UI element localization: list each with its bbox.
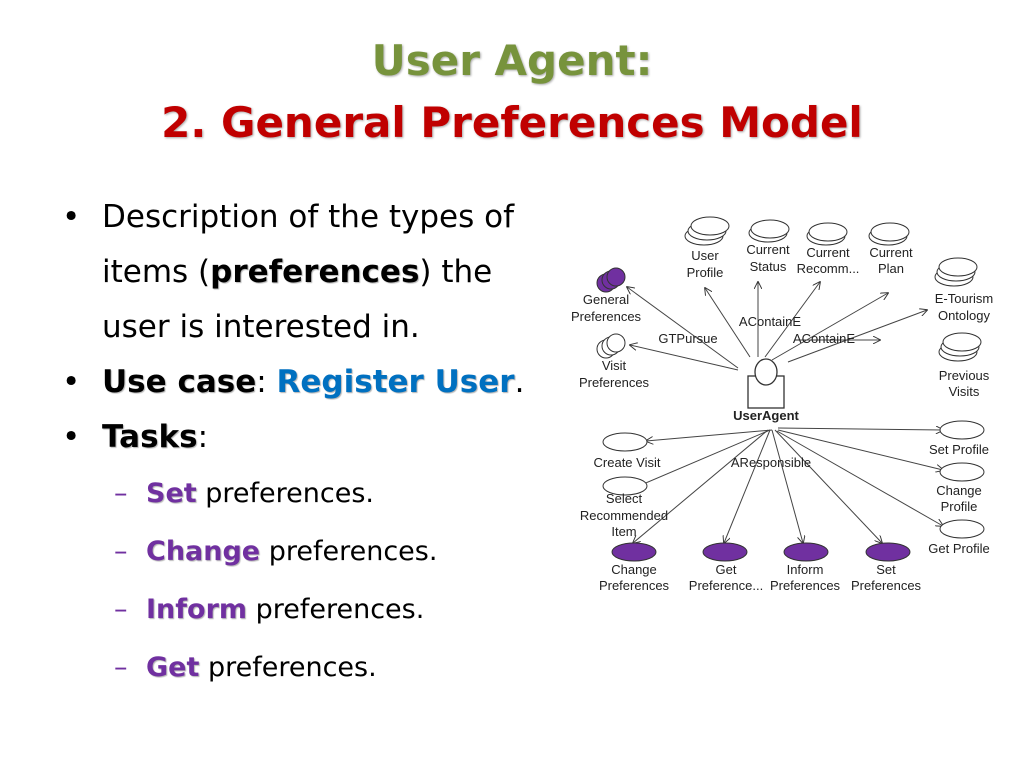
goal-icon [596,267,626,359]
cloud-icon [684,216,982,362]
task-label: Profile [941,499,978,514]
bullet-use-case: Use case: Register User. [62,355,562,410]
task-label: Create Visit [594,455,661,470]
node-label: General [583,292,629,307]
task-item: –Get preferences. [114,652,377,683]
node-label: User [691,248,719,263]
node-label: Ontology [938,308,991,323]
node-label: Profile [687,265,724,280]
node-label: Preferences [571,309,642,324]
bullet-list: Description of the types of items (prefe… [62,190,562,697]
diagram-edges [627,282,943,543]
task-oval-icon [602,420,985,562]
task-label: Recommended [580,508,668,523]
task-label: Get Profile [928,541,989,556]
task-label: Item [611,524,636,539]
use-case-value: Register User [276,364,515,400]
user-agent-label: UserAgent [733,408,799,423]
task-label: Change [936,483,982,498]
task-label: Set [876,562,896,577]
task-label: Get [716,562,737,577]
edge-label: GTPursue [658,331,717,346]
task-label: Inform [787,562,824,577]
node-label: E-Tourism [935,291,994,306]
task-label: Preferences [851,578,922,593]
user-agent-icon [747,358,785,409]
edge-label: AContainE [739,314,801,329]
task-label: Select [606,491,643,506]
task-item: –Set preferences. [114,478,374,509]
task-item: –Inform preferences. [114,594,425,625]
node-label: Status [750,259,787,274]
node-label: Current [746,242,790,257]
slide-title-line2: 2. General Preferences Model [161,98,863,147]
task-item: –Change preferences. [114,536,438,567]
task-label: Set Profile [929,442,989,457]
node-label: Current [869,245,913,260]
task-label: Preferences [770,578,841,593]
use-case-label: Use case [102,364,257,400]
edge-label: AContainE [793,331,855,346]
slide-title-line1: User Agent: [371,36,653,85]
bullet-description: Description of the types of items (prefe… [62,190,562,355]
node-label: Plan [878,261,904,276]
node-label: Previous [939,368,990,383]
node-label: Preferences [579,375,650,390]
bullet-tasks: Tasks: [62,410,562,465]
edge-label: AResponsible [731,455,811,470]
task-label: Change [611,562,657,577]
node-label: Visits [949,384,980,399]
node-label: Current [806,245,850,260]
node-label: Visit [602,358,627,373]
node-label: Recomm... [797,261,860,276]
tasks-label: Tasks [102,419,198,455]
task-label: Preference... [689,578,763,593]
task-label: Preferences [599,578,670,593]
keyword-preferences: preferences [210,254,420,290]
